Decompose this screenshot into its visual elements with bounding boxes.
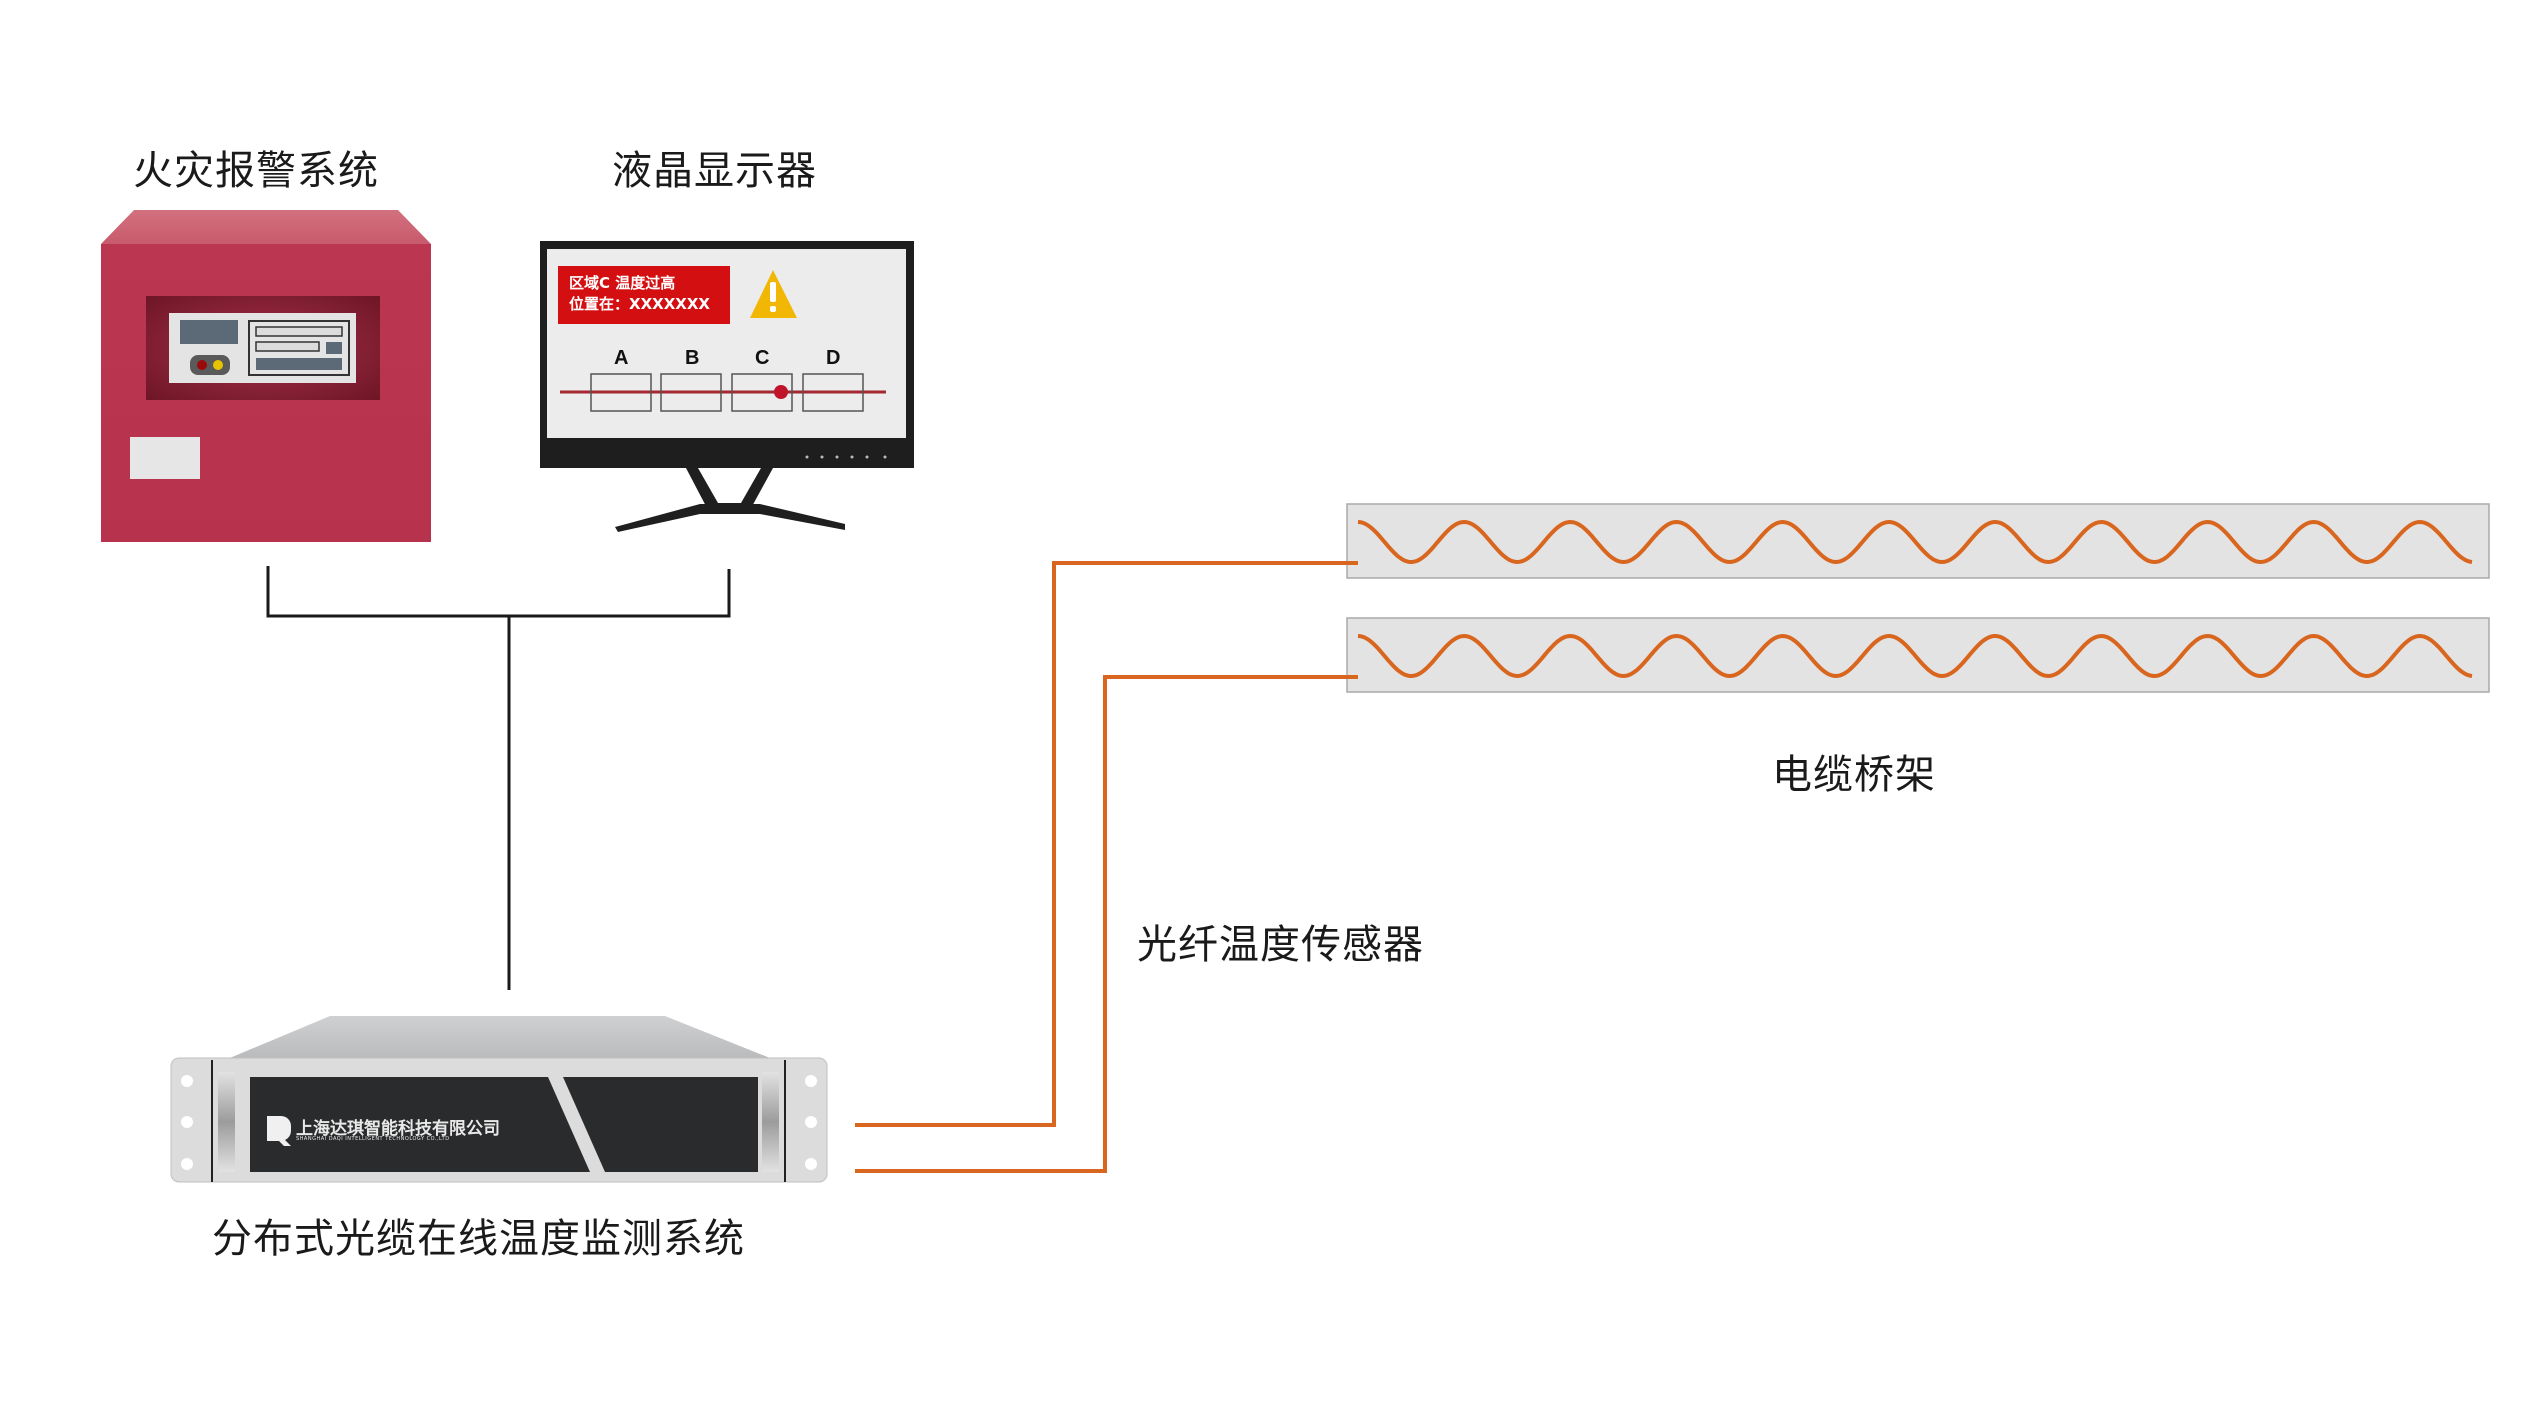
zone-label-c: C xyxy=(755,347,770,369)
monitor-buttons xyxy=(805,455,887,459)
panel-keypad xyxy=(248,320,350,376)
rack-panel-right xyxy=(563,1077,758,1172)
lcd-display-label: 液晶显示器 xyxy=(612,148,817,194)
signal-connector xyxy=(266,566,731,990)
cable-tray-label: 电缆桥架 xyxy=(1772,752,1936,798)
zone-box-a xyxy=(590,373,652,412)
zone-label-a: A xyxy=(614,347,629,369)
logo-mark xyxy=(267,1116,275,1141)
lcd-monitor xyxy=(540,241,914,532)
rack-handle-right xyxy=(762,1072,779,1172)
cable-trays xyxy=(1346,503,2490,693)
fiber-wave-tray-1 xyxy=(1357,519,2473,565)
monitor-stand-base xyxy=(615,504,845,532)
logo-q-icon xyxy=(275,1116,291,1146)
indicator-housing xyxy=(190,355,230,375)
fiber-cable-2 xyxy=(855,675,1358,1173)
cabinet-nameplate xyxy=(130,437,200,479)
rack-panel-left xyxy=(250,1077,590,1172)
alert-location-dot xyxy=(774,385,788,399)
cable-tray-1 xyxy=(1346,503,2490,579)
fiber-cable-1 xyxy=(855,561,1358,1127)
panel-slot-2 xyxy=(255,341,320,352)
warning-exclamation xyxy=(770,282,776,302)
panel-display xyxy=(180,320,238,344)
panel-slot-1 xyxy=(255,326,343,337)
zone-box-d xyxy=(802,373,864,412)
yellow-indicator-light xyxy=(213,360,223,370)
brand-name-cn: 上海达琪智能科技有限公司 xyxy=(296,1119,500,1139)
alert-text-line1: 区域C 温度过高 xyxy=(569,274,676,292)
zone-box-c xyxy=(731,373,793,412)
fiber-sensor-label: 光纤温度传感器 xyxy=(1137,922,1424,968)
zone-label-d: D xyxy=(826,347,841,369)
warning-dot xyxy=(770,306,776,312)
zone-box-b xyxy=(660,373,722,412)
connector-bracket xyxy=(266,566,731,618)
fire-alarm-cabinet xyxy=(101,210,431,542)
zone-label-b: B xyxy=(685,347,700,369)
dts-system-label: 分布式光缆在线温度监测系统 xyxy=(212,1216,745,1262)
fiber-wave-tray-2 xyxy=(1357,633,2473,679)
panel-button xyxy=(326,342,342,354)
cable-tray-2 xyxy=(1346,617,2490,693)
brand-name-en: SHANGHAI DAQI INTELLIGENT TECHNOLOGY CO.… xyxy=(296,1136,450,1142)
cabinet-top xyxy=(101,210,431,244)
red-indicator-light xyxy=(197,360,207,370)
rack-handle-left xyxy=(218,1072,235,1172)
rack-lid xyxy=(225,1016,775,1060)
panel-bar xyxy=(256,358,342,370)
monitor-stand-neck xyxy=(686,468,773,510)
fire-alarm-system-label: 火灾报警系统 xyxy=(133,148,379,194)
rack-mount-holes xyxy=(181,1075,817,1170)
dts-rack-unit xyxy=(170,1016,828,1183)
alert-box xyxy=(558,266,730,324)
alert-text-line2: 位置在：XXXXXXX xyxy=(569,295,710,313)
fiber-cables xyxy=(855,561,1358,1173)
